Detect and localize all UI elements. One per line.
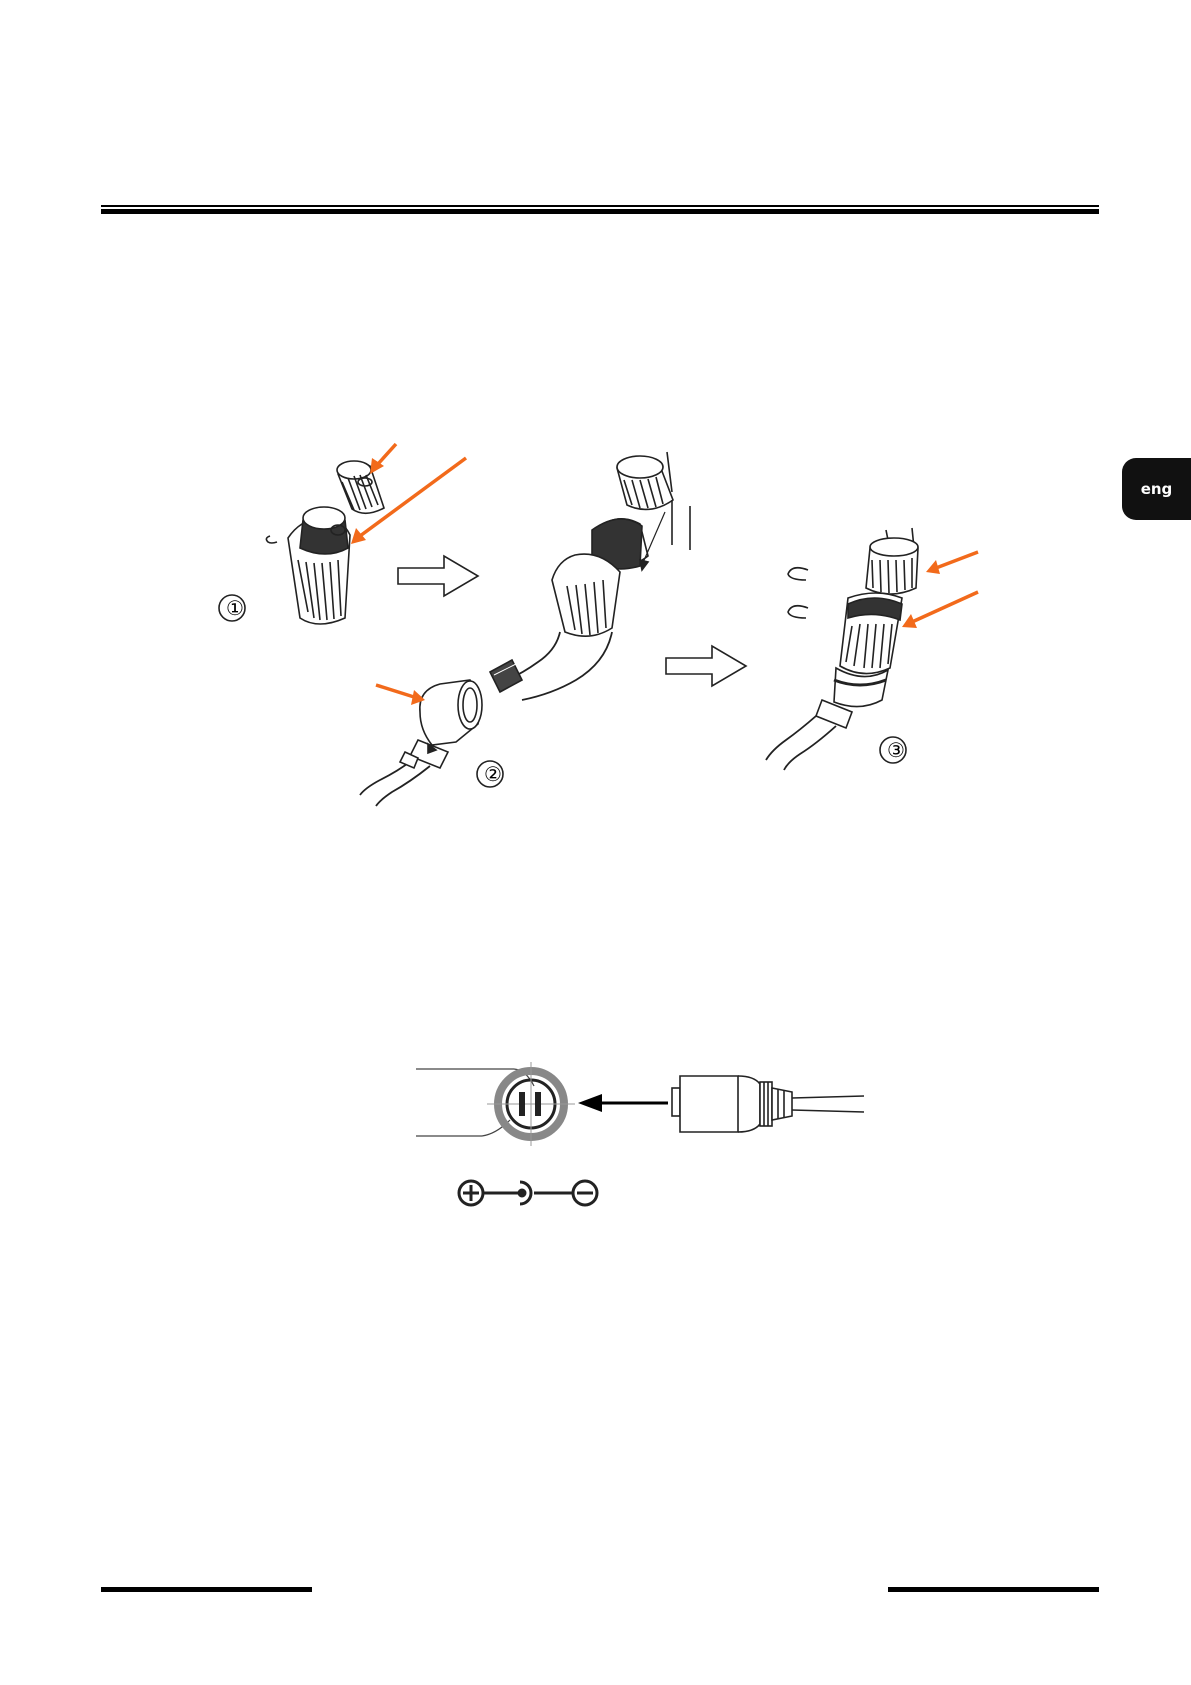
step-label-2: ② xyxy=(484,762,502,786)
step-arrow-icon xyxy=(666,646,746,686)
figure-cable-assembly xyxy=(219,452,918,806)
dc-socket-icon xyxy=(487,1062,575,1146)
sealing-body-icon xyxy=(266,507,350,624)
assembled-connector-icon xyxy=(766,528,918,770)
polarity-diagram xyxy=(459,1181,597,1205)
insert-arrow-icon xyxy=(578,1094,668,1112)
step-arrow-icon xyxy=(398,556,478,596)
footer-rule-left xyxy=(101,1587,312,1592)
dc-plug-icon xyxy=(672,1076,864,1132)
cable-with-nut-icon xyxy=(490,452,690,700)
step-label-1: ① xyxy=(226,596,244,620)
callout-arrow-icon xyxy=(370,444,396,474)
callout-arrow-icon xyxy=(376,685,425,705)
step-label-3: ③ xyxy=(887,738,905,762)
figure-power-jack xyxy=(416,1062,864,1205)
callout-arrow-icon xyxy=(902,592,978,628)
footer-rule-right xyxy=(888,1587,1099,1592)
callout-arrow-icon xyxy=(926,552,978,574)
